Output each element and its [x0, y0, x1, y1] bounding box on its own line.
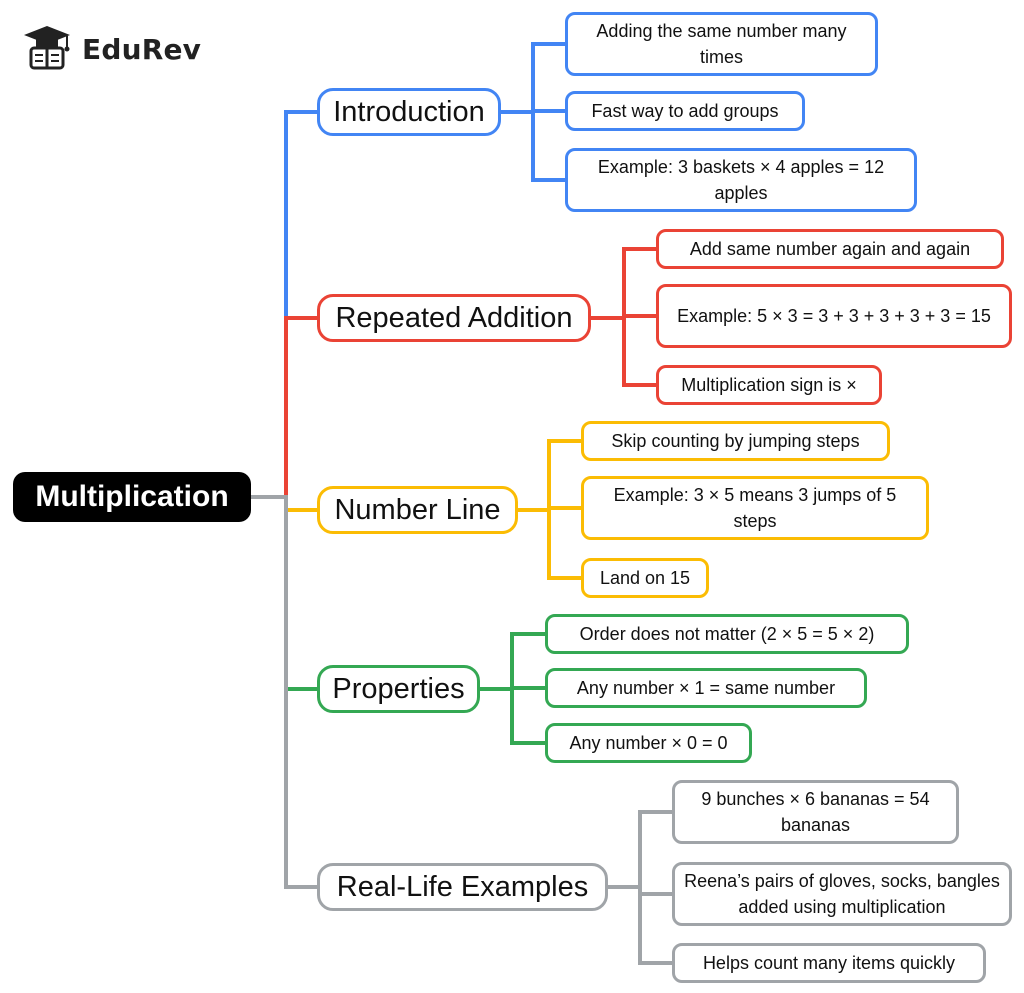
- connector-real-life-examples-leaf-3: [608, 885, 672, 965]
- real-life-examples-leaf-3: Helps count many items quickly: [672, 943, 986, 983]
- connector-introduction-leaf-1: [501, 42, 565, 114]
- repeated-addition-leaf-1: Add same number again and again: [656, 229, 1004, 269]
- connector-repeated-addition-leaf-3: [591, 316, 656, 387]
- connector-properties-leaf-1: [480, 632, 545, 691]
- brand-name: EduRev: [82, 32, 202, 66]
- properties-leaf-3: Any number × 0 = 0: [545, 723, 752, 763]
- connector-real-life-examples-leaf-1: [608, 810, 672, 889]
- branch-introduction: Introduction: [317, 88, 501, 136]
- branch-repeated-addition: Repeated Addition: [317, 294, 591, 342]
- branch-number-line: Number Line: [317, 486, 518, 534]
- graduate-book-icon: [22, 24, 72, 75]
- branch-properties: Properties: [317, 665, 480, 713]
- repeated-addition-leaf-3: Multiplication sign is ×: [656, 365, 882, 405]
- connector-introduction-leaf-3: [501, 110, 565, 182]
- repeated-addition-leaf-2: Example: 5 × 3 = 3 + 3 + 3 + 3 + 3 = 15: [656, 284, 1012, 348]
- branch-real-life-examples: Real-Life Examples: [317, 863, 608, 911]
- connector-root-repeated-addition: [251, 316, 317, 499]
- connector-root-real-life-examples: [251, 495, 317, 889]
- brand-logo: EduRev: [22, 24, 201, 74]
- introduction-leaf-1: Adding the same number many times: [565, 12, 878, 76]
- number-line-leaf-2: Example: 3 × 5 means 3 jumps of 5 steps: [581, 476, 929, 540]
- connector-number-line-leaf-1: [518, 439, 581, 512]
- number-line-leaf-3: Land on 15: [581, 558, 709, 598]
- real-life-examples-leaf-1: 9 bunches × 6 bananas = 54 bananas: [672, 780, 959, 844]
- introduction-leaf-2: Fast way to add groups: [565, 91, 805, 131]
- introduction-leaf-3: Example: 3 baskets × 4 apples = 12 apple…: [565, 148, 917, 212]
- connector-repeated-addition-leaf-1: [591, 247, 656, 320]
- connector-number-line-leaf-3: [518, 508, 581, 580]
- number-line-leaf-1: Skip counting by jumping steps: [581, 421, 890, 461]
- real-life-examples-leaf-2: Reena’s pairs of gloves, socks, bangles …: [672, 862, 1012, 926]
- properties-leaf-1: Order does not matter (2 × 5 = 5 × 2): [545, 614, 909, 654]
- properties-leaf-2: Any number × 1 = same number: [545, 668, 867, 708]
- connector-properties-leaf-3: [480, 687, 545, 745]
- root-node: Multiplication: [13, 472, 251, 522]
